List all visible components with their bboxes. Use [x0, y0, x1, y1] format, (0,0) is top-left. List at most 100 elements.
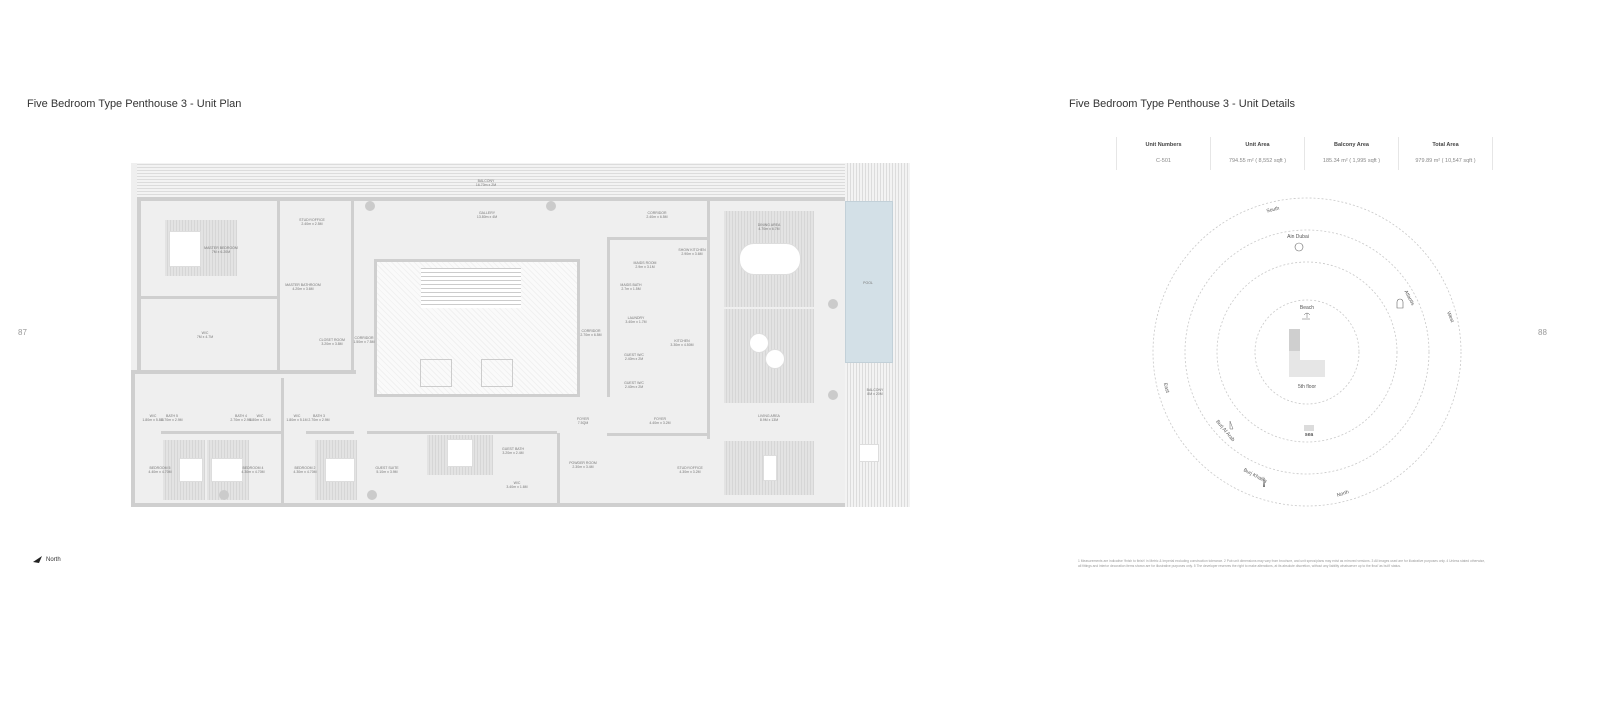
- page-number-left: 87: [18, 328, 27, 337]
- value-unit-number: C-501: [1116, 152, 1211, 170]
- room-name: KITCHEN: [674, 339, 690, 343]
- room-name: FOYER: [653, 417, 667, 421]
- wall: [131, 370, 356, 374]
- room-name: GUEST W/C: [624, 353, 644, 357]
- room-name: LAUNDRY: [627, 316, 645, 320]
- room-dimensions: 3.30m x 4.50M: [670, 343, 694, 347]
- room-dimensions: 8.9M x 13M: [759, 418, 779, 422]
- wall: [707, 201, 710, 439]
- room-name: POWDER ROOM: [569, 461, 597, 465]
- header-unit-numbers: Unit Numbers: [1116, 137, 1211, 152]
- room-dimensions: 4.20m x 3.6M: [292, 287, 314, 291]
- coffee-table: [749, 333, 769, 353]
- wall: [607, 237, 707, 240]
- ring-outer: [1152, 197, 1462, 507]
- room-dimensions: 2.40m x 2.5M: [301, 222, 323, 226]
- room-dimensions: 4.30m x 4.70M: [241, 470, 265, 474]
- room-dimensions: 1.80m x 5.8M: [142, 418, 164, 422]
- view-orientation-diagram: [1152, 197, 1462, 507]
- dining-table: [739, 243, 801, 275]
- ring-inner: [1254, 299, 1360, 405]
- room-name: W/C: [513, 481, 521, 485]
- unit-details-title: Five Bedroom Type Penthouse 3 - Unit Det…: [1069, 98, 1296, 110]
- wall: [351, 201, 354, 371]
- room-dimensions: 2.90m x 3.6M: [681, 252, 703, 256]
- room-dimensions: 2.30m x 3.4M: [572, 465, 594, 469]
- room-name: GUEST BATH: [501, 447, 525, 451]
- room-dimensions: 4.40m x 3.2M: [649, 421, 671, 425]
- wall: [306, 431, 354, 434]
- room-name: SHOW KITCHEN: [678, 248, 706, 252]
- room-name: BALCONY: [477, 179, 495, 183]
- room-name: POOL: [863, 281, 873, 285]
- room-name: CORRIDOR: [354, 336, 374, 340]
- room-dimensions: 7M x 6.20M: [211, 250, 231, 254]
- wall: [137, 296, 277, 299]
- room-dimensions: 4.70m x 6.7M: [758, 227, 780, 231]
- wall: [131, 370, 135, 507]
- header-balcony-area: Balcony Area: [1304, 137, 1399, 152]
- room-name: CLOSET ROOM: [319, 338, 345, 342]
- room-dimensions: 2.9m x 3.1M: [635, 265, 655, 269]
- room-name: MASTER BATHROOM: [285, 283, 321, 287]
- header-unit-area: Unit Area: [1210, 137, 1305, 152]
- room-name: BATH 5: [166, 414, 178, 418]
- room-dimensions: 5.10m x 3.9M: [376, 470, 398, 474]
- room-name: CORRIDOR: [581, 329, 601, 333]
- room-dimensions: 7.5QM: [577, 421, 589, 425]
- table-header-row: Unit Numbers Unit Area Balcony Area Tota…: [1116, 137, 1493, 152]
- table: [763, 455, 777, 481]
- elevator: [420, 359, 452, 387]
- value-unit-area: 794.55 m² ( 8,552 sqft ): [1210, 152, 1305, 170]
- room-name: MASTER BEDROOM: [204, 246, 238, 250]
- room-name: W/C: [256, 414, 264, 418]
- room-dimensions: 3.40m x 1.7M: [625, 320, 647, 324]
- coffee-table: [765, 349, 785, 369]
- wall: [131, 503, 845, 507]
- column: [365, 201, 375, 211]
- room-name: BALCONY: [866, 388, 884, 392]
- room-dimensions: 2.70m x 2.9M: [308, 418, 330, 422]
- room-dimensions: 3.20m x 3.8M: [321, 342, 343, 346]
- room-dimensions: 1.80m x 5.1M: [249, 418, 271, 422]
- room-name: BEDROOM 2: [294, 466, 316, 470]
- room-dimensions: 3.40m x 1.6M: [506, 485, 528, 489]
- room-name: STUDY/OFFICE: [677, 466, 703, 470]
- room-name: BEDROOM 4: [242, 466, 264, 470]
- wall: [277, 201, 280, 371]
- room-name: W/C: [149, 414, 157, 418]
- room-dimensions: 1.50m x 7.5M: [353, 340, 375, 344]
- wall: [607, 433, 707, 436]
- bed: [169, 231, 201, 267]
- staircase: [421, 268, 521, 308]
- room-dimensions: 13.80m x 4M: [476, 215, 498, 219]
- room-name: BATH 4: [235, 414, 247, 418]
- north-indicator: North: [33, 556, 61, 563]
- room-dimensions: 2.40m x 2M: [624, 385, 644, 389]
- room-dimensions: 2.7m x 1.5M: [621, 287, 641, 291]
- ring-3: [1216, 261, 1398, 443]
- room-name: FOYER: [576, 417, 590, 421]
- room-dimensions: 2.40m x 6.5M: [646, 215, 668, 219]
- table-row: C-501 794.55 m² ( 8,552 sqft ) 185.34 m²…: [1116, 152, 1493, 170]
